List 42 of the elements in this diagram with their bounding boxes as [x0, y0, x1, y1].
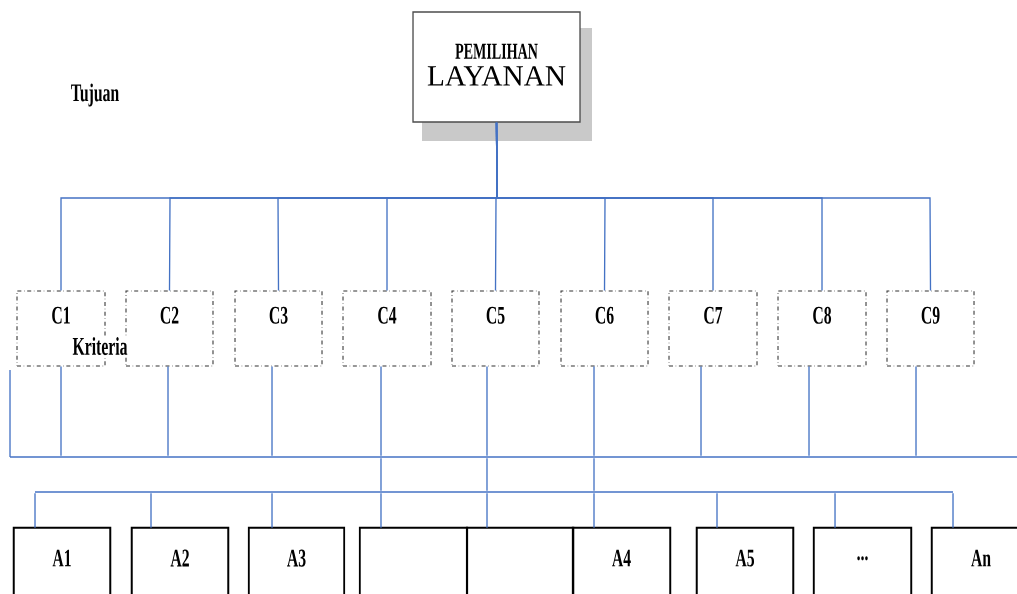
alternative-box: An: [930, 526, 1017, 594]
level-label: Kriteria: [71, 336, 129, 356]
connector-line: [700, 365, 702, 457]
connector-line: [380, 457, 382, 492]
alternative-box: [358, 526, 469, 594]
connector-line: [834, 492, 836, 529]
connector-line: [486, 365, 488, 457]
connector-line: [716, 492, 718, 529]
connector-line: [60, 365, 62, 457]
criterion-box: C3: [234, 290, 323, 367]
criterion-box: C8: [777, 290, 867, 367]
criterion-box: C7: [668, 290, 758, 367]
level-label: Tujuan: [70, 82, 120, 108]
connector-line: [486, 457, 488, 492]
alternative-box: A5: [695, 526, 795, 594]
connector-line: [952, 492, 954, 529]
criterion-box: C6: [560, 290, 649, 367]
criterion-box: C5: [451, 290, 540, 367]
bus-bar: [9, 369, 1017, 458]
connector-line: [593, 492, 595, 529]
criterion-box: C4: [342, 290, 432, 367]
alternative-box: A3: [247, 526, 346, 594]
alternative-box: A1: [12, 526, 112, 594]
connector-line: [150, 492, 152, 529]
connector-line: [380, 492, 382, 529]
alternative-box: [465, 526, 575, 594]
connector-line: [34, 492, 36, 529]
connector-line: [495, 122, 932, 292]
connector-line: [486, 492, 488, 529]
connector-line: [915, 365, 917, 457]
connector-line: [593, 457, 595, 492]
connector-line: [808, 365, 810, 457]
alternative-box: ...: [812, 526, 913, 594]
connector-line: [593, 365, 595, 457]
criterion-box: C9: [886, 290, 975, 367]
alternative-box: A4: [571, 526, 672, 594]
alternative-box: A2: [130, 526, 230, 594]
connector-line: [380, 365, 382, 457]
connector-line: [167, 365, 169, 457]
goal-box: PEMILIHAN LAYANAN: [412, 11, 592, 141]
connector-line: [271, 365, 273, 457]
connector-line: [271, 492, 273, 529]
